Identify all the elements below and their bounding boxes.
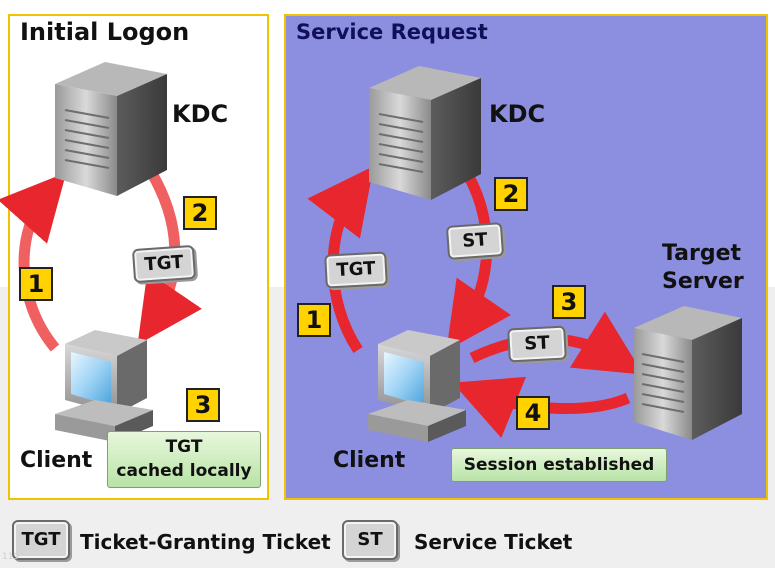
left-client-label: Client <box>20 448 93 473</box>
right-step-1-badge: 1 <box>297 303 331 337</box>
tgt-cached-note-line2: cached locally <box>116 461 252 481</box>
target-server-label-line1: Target <box>662 241 742 266</box>
right-tgt-ticket-icon: TGT <box>324 251 388 289</box>
legend-tgt-ticket-icon: TGT <box>12 520 70 560</box>
service-request-title: Service Request <box>296 20 488 44</box>
initial-logon-title: Initial Logon <box>20 18 190 46</box>
right-st-ticket-icon-target: ST <box>507 325 567 363</box>
client-workstation-icon-right <box>368 330 466 442</box>
right-client-label: Client <box>333 448 406 473</box>
right-step-2-badge: 2 <box>494 177 528 211</box>
kdc-server-icon-right <box>369 66 481 200</box>
left-step-2-badge: 2 <box>183 196 217 230</box>
legend-tgt-label: Ticket-Granting Ticket <box>80 530 331 554</box>
legend-st-label: Service Ticket <box>414 530 573 554</box>
right-step-3-badge: 3 <box>552 285 586 319</box>
legend-st-ticket-icon: ST <box>342 520 398 560</box>
target-server-icon <box>634 306 742 440</box>
left-step-3-badge: 3 <box>186 388 220 422</box>
client-workstation-icon-left <box>55 330 153 442</box>
right-st-ticket-icon-kdc: ST <box>445 222 505 260</box>
kdc-server-icon-left <box>55 62 167 196</box>
session-established-note: Session established <box>451 448 667 482</box>
target-server-label-line2: Server <box>662 269 744 294</box>
right-kdc-label: KDC <box>489 100 546 128</box>
left-tgt-ticket-icon: TGT <box>131 244 197 284</box>
left-step-1-badge: 1 <box>19 267 53 301</box>
right-arrow-target-to-client <box>452 376 631 439</box>
right-step-4-badge: 4 <box>516 396 550 430</box>
target-server-label: Target Server <box>662 240 744 296</box>
left-kdc-label: KDC <box>172 100 229 128</box>
page-number: 119 <box>2 552 20 562</box>
tgt-cached-note-line1: TGT <box>165 437 203 457</box>
left-arrow-client-to-kdc <box>0 172 67 352</box>
tgt-cached-note: TGT cached locally <box>107 431 261 488</box>
